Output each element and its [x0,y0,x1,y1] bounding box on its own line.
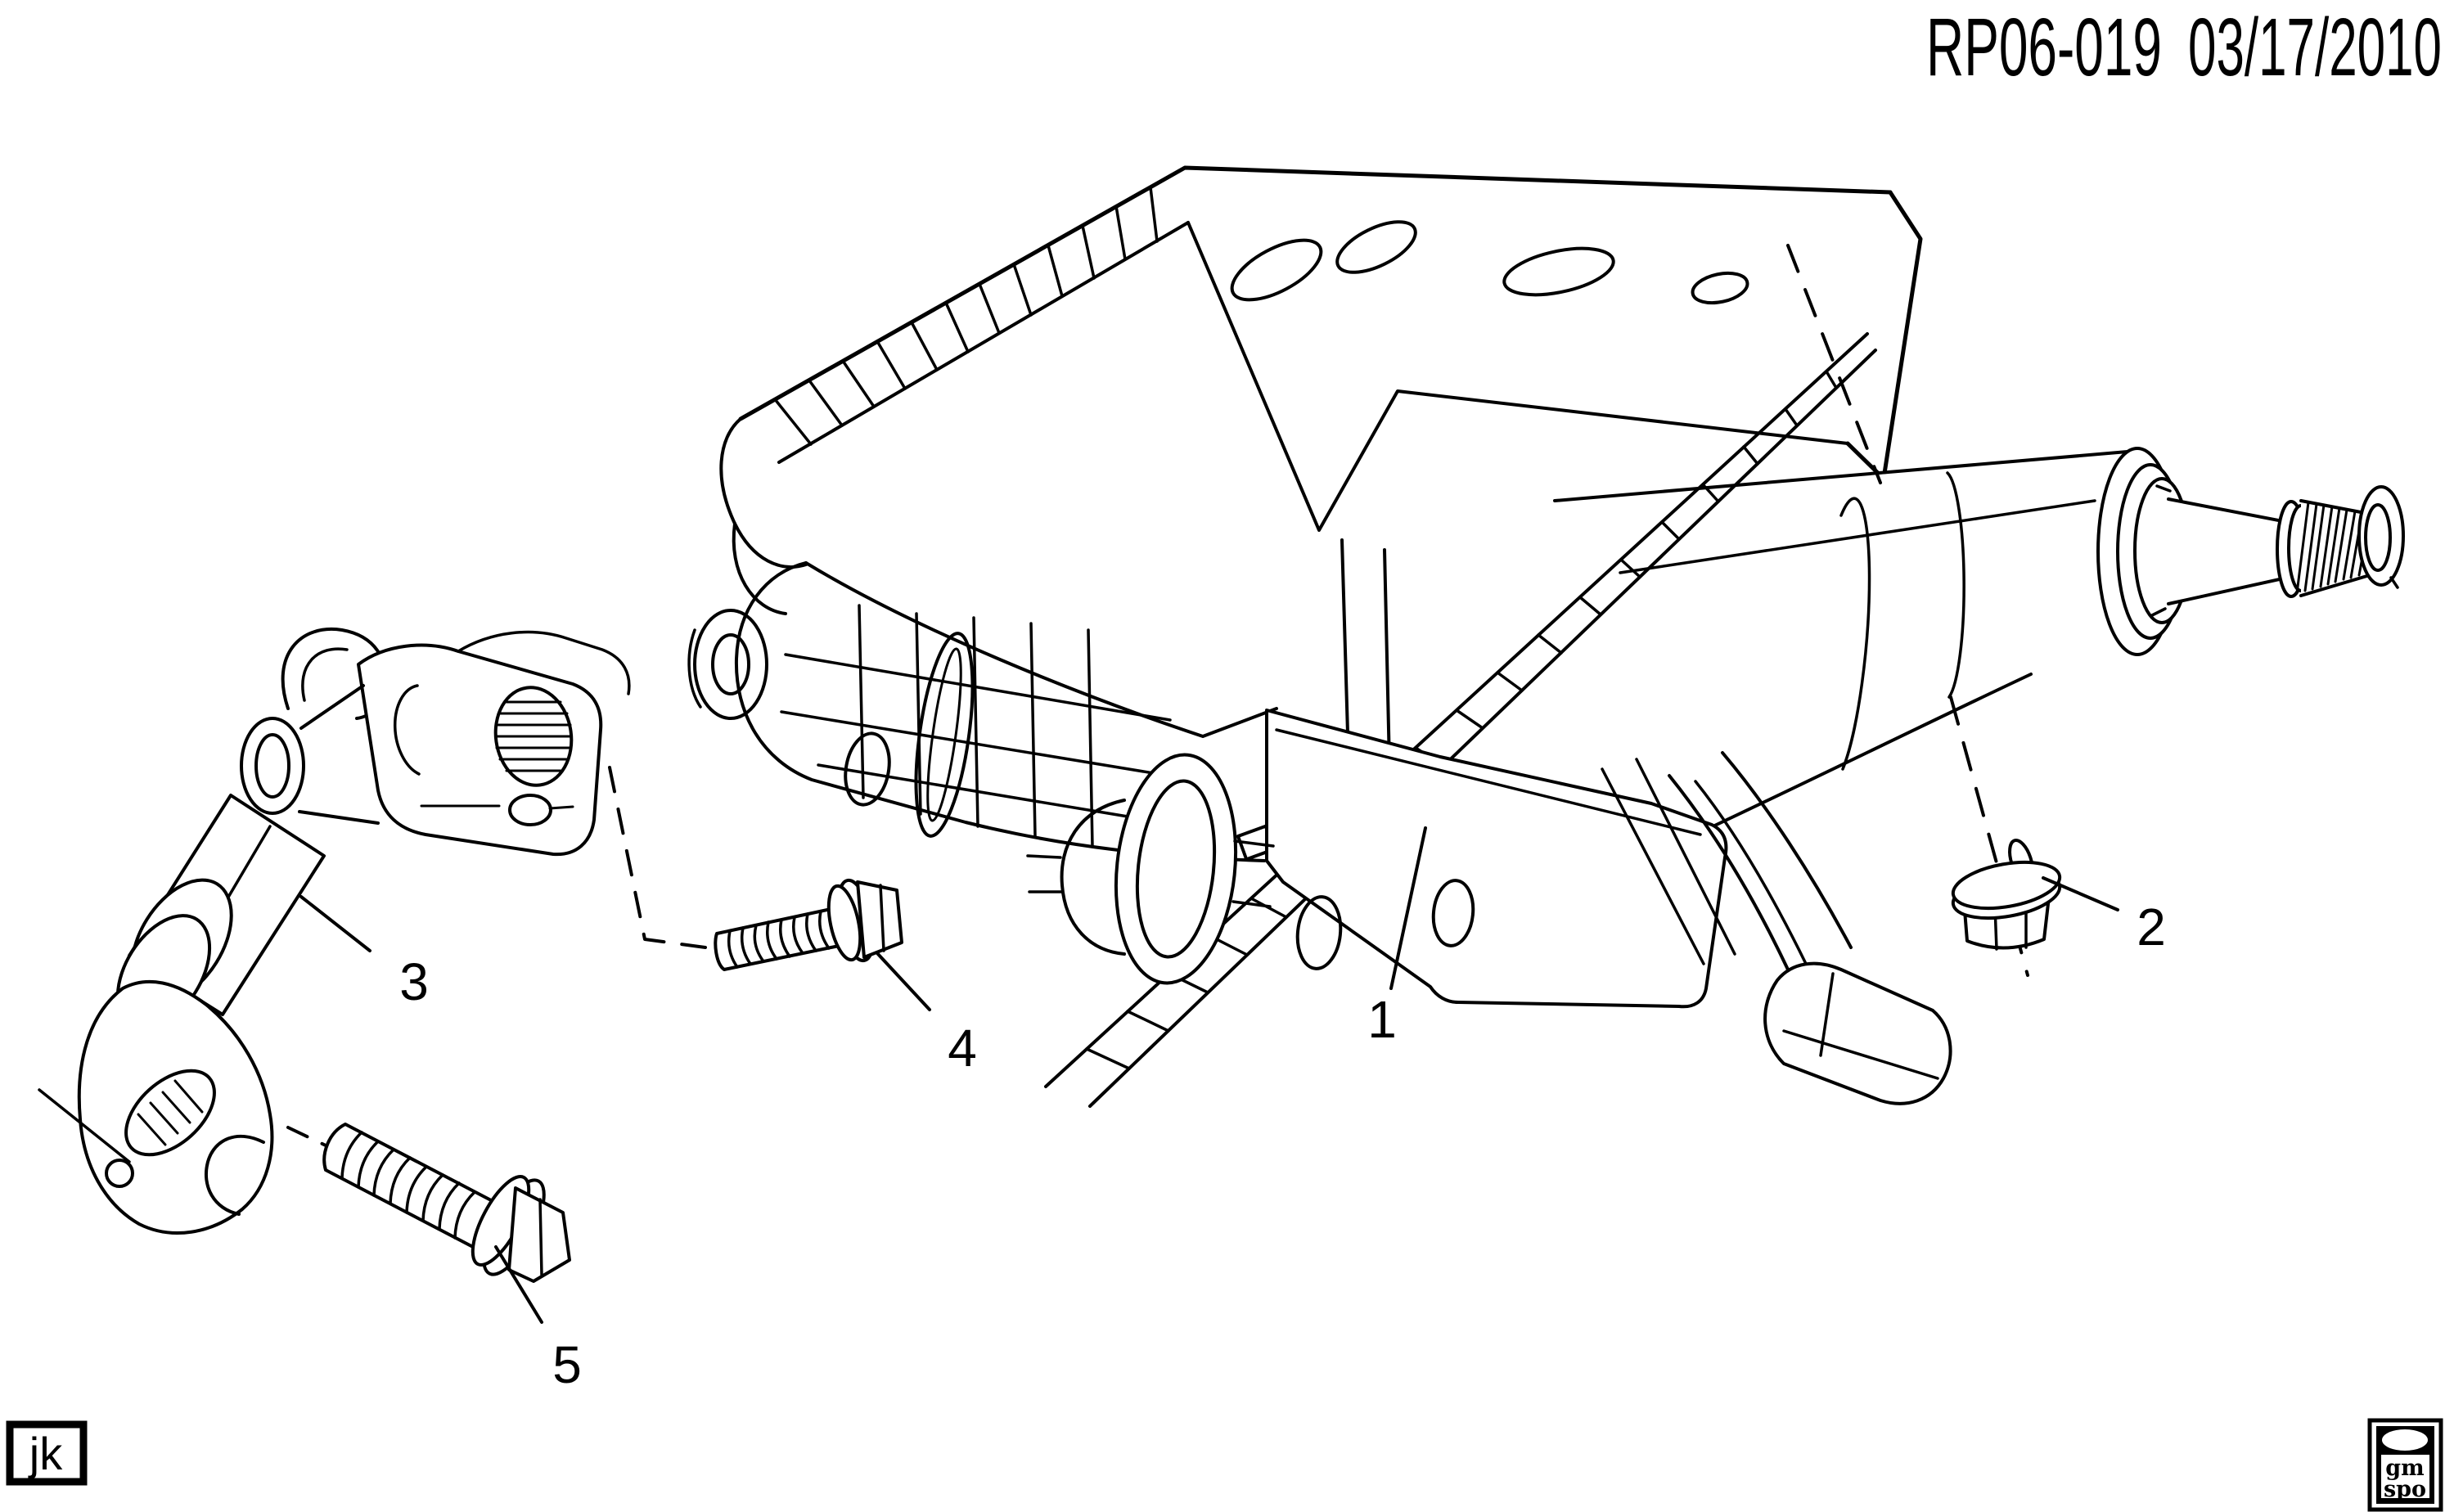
drawing-date: 03/17/2010 [2188,2,2442,93]
bolt4-dashed-locator-line [608,766,707,949]
bolt5-dashed-locator-line [286,1126,327,1147]
lower-bracket-plate-drawing [1265,709,1728,1009]
author-stamp: jk [6,1420,88,1486]
intermediate-shaft-drawing [38,627,631,1235]
author-stamp-label: jk [28,1428,63,1479]
callout-leader-lines [299,826,2119,1324]
logo-text-gm: gm [2385,1456,2424,1481]
callout-4-label: 4 [948,1019,977,1078]
leader-5 [494,1245,543,1324]
callout-5-label: 5 [552,1335,582,1394]
callout-3-label: 3 [399,952,429,1011]
logo-ellipse-mark [2382,1429,2428,1451]
gm-spo-logo: gm spo [2367,1418,2443,1512]
logo-text-spo: spo [2384,1477,2426,1502]
upper-bolt-drawing [714,878,903,971]
energy-absorbing-loop-drawing [1026,753,1275,985]
support-leg-drawing [1601,751,1952,1105]
leader-4 [876,952,931,1011]
lower-bolt-drawing [322,1123,571,1283]
callout-1-label: 1 [1367,990,1397,1049]
upper-shaft-spline-drawing [2096,447,2405,656]
upper-mounting-bracket-drawing [719,165,1923,767]
leader-2 [2042,876,2119,911]
leader-3 [299,895,371,952]
leader-1 [1389,826,1427,990]
callout-2-label: 2 [2137,898,2166,956]
flange-nut-drawing [1951,860,2062,951]
drawing-code: RP06-019 [1926,2,2162,93]
column-tube-drawing [1553,450,2132,889]
